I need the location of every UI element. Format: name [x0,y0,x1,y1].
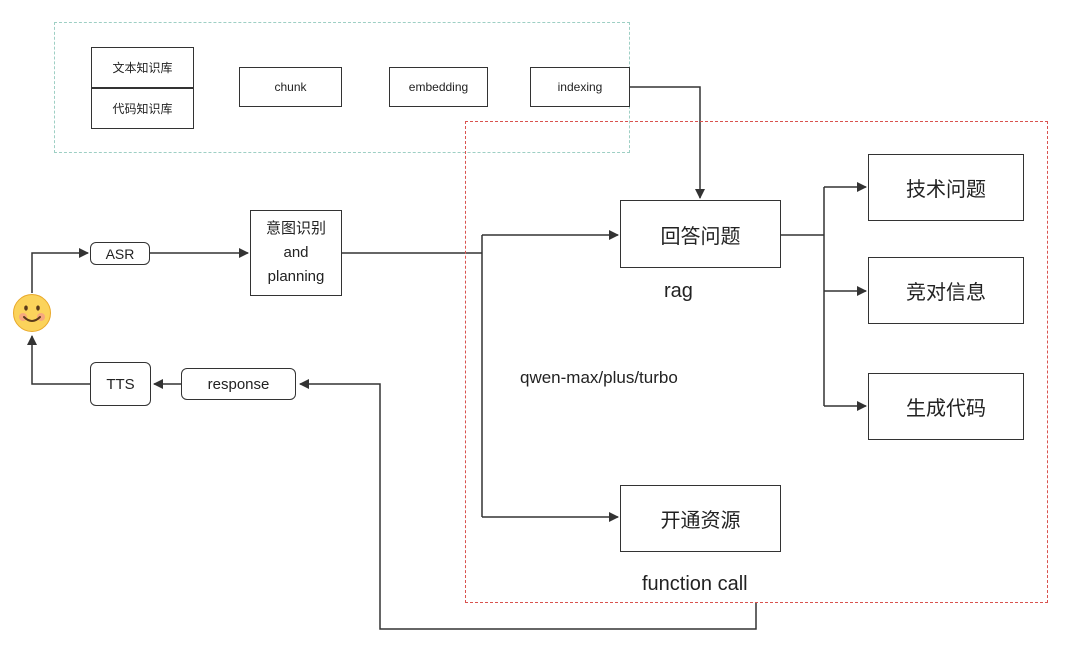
competitor-info-node: 竞对信息 [868,257,1024,324]
provision-resource-node: 开通资源 [620,485,781,552]
indexing-node: indexing [530,67,630,107]
intent-line-1: 意图识别 [265,220,326,237]
chunk-node: chunk [239,67,342,107]
intent-line-3: planning [267,268,325,285]
model-label: qwen-max/plus/turbo [520,368,678,387]
intent-planning-node: 意图识别 and planning [250,210,342,296]
code-knowledge-base-node: 代码知识库 [91,88,194,129]
answer-question-node: 回答问题 [620,200,781,268]
embedding-node: embedding [389,67,488,107]
intent-line-2: and [283,244,309,261]
edge-feedback-to-response [299,379,757,630]
edge-user-to-asr [31,248,89,293]
asr-node: ASR [90,242,150,265]
llm-region [465,121,1048,603]
response-node: response [181,368,296,400]
edge-tts-to-user [27,335,90,385]
tech-question-node: 技术问题 [868,154,1024,221]
text-knowledge-base-node: 文本知识库 [91,47,194,88]
generate-code-node: 生成代码 [868,373,1024,440]
rag-label: rag [664,280,693,302]
smiley-face-icon [12,293,52,333]
tts-node: TTS [90,362,151,406]
edge-indexing-to-answer [630,86,705,199]
function-call-label: function call [642,573,748,595]
